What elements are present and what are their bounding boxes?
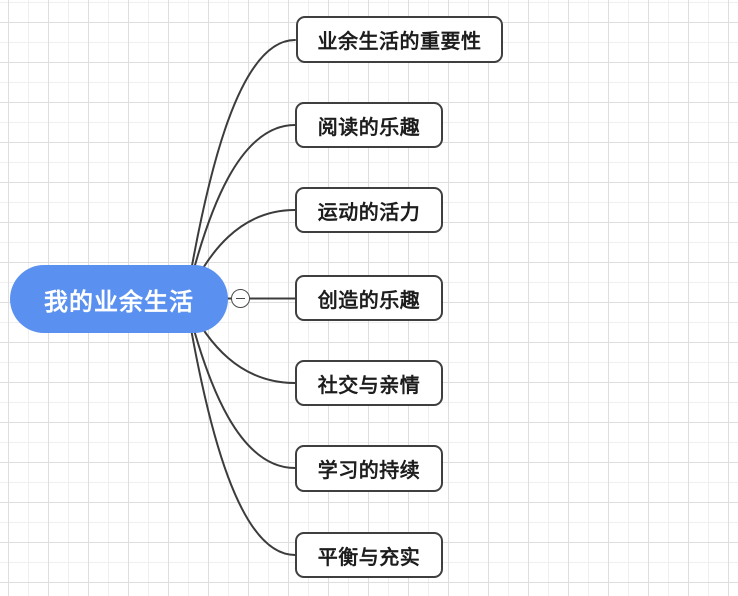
branch-node-sports[interactable]: 运动的活力: [295, 187, 443, 233]
collapse-button[interactable]: [231, 289, 250, 308]
branch-node-label: 社交与亲情: [317, 372, 421, 397]
branch-node-reading[interactable]: 阅读的乐趣: [295, 102, 443, 148]
root-node[interactable]: 我的业余生活: [10, 265, 228, 333]
branch-node-label: 平衡与充实: [317, 544, 421, 569]
branch-node-learning[interactable]: 学习的持续: [295, 445, 443, 492]
branch-node-label: 阅读的乐趣: [317, 114, 421, 139]
connector-line-1: [185, 39, 296, 301]
branch-node-label: 运动的活力: [317, 199, 421, 224]
root-node-label: 我的业余生活: [44, 287, 194, 316]
connector-line-7: [185, 299, 296, 556]
branch-node-importance[interactable]: 业余生活的重要性: [296, 16, 503, 63]
branch-node-balance[interactable]: 平衡与充实: [295, 532, 443, 578]
branch-node-social[interactable]: 社交与亲情: [295, 360, 443, 406]
branch-node-label: 学习的持续: [317, 458, 421, 482]
branch-node-creation[interactable]: 创造的乐趣: [295, 275, 443, 321]
minus-icon: [236, 297, 245, 300]
branch-node-label: 业余生活的重要性: [317, 29, 482, 53]
branch-node-label: 创造的乐趣: [317, 287, 421, 312]
